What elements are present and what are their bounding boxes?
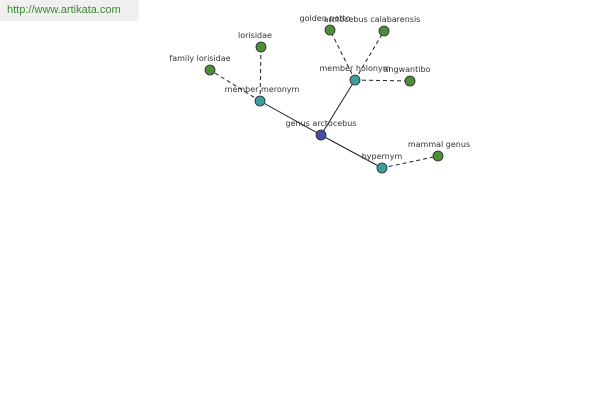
node-holonym[interactable] bbox=[349, 74, 361, 86]
node-label-meronym[interactable]: member meronym bbox=[225, 85, 300, 94]
node-golden-potto[interactable] bbox=[324, 24, 336, 36]
edge-holonym-to-golden-potto bbox=[329, 29, 356, 81]
edge-meronym-to-lorisidae bbox=[259, 46, 262, 102]
node-label-center[interactable]: genus arctocebus bbox=[286, 119, 357, 128]
site-url-watermark[interactable]: http://www.artikata.com bbox=[0, 0, 139, 21]
node-center[interactable] bbox=[315, 129, 327, 141]
node-meronym[interactable] bbox=[254, 95, 266, 107]
edge-holonym-to-angwantibo bbox=[354, 79, 411, 82]
node-label-hypernym[interactable]: hypernym bbox=[362, 152, 403, 161]
node-lorisidae[interactable] bbox=[255, 41, 267, 53]
node-hypernym[interactable] bbox=[376, 162, 388, 174]
node-family-lorisidae[interactable] bbox=[204, 64, 216, 76]
node-label-angwantibo[interactable]: angwantibo bbox=[384, 65, 431, 74]
node-label-golden-potto[interactable]: golden potto bbox=[300, 14, 351, 23]
edge-meronym-to-family-lorisidae bbox=[209, 69, 261, 102]
node-mammal-genus[interactable] bbox=[432, 150, 444, 162]
node-arctocebus-calabarensis[interactable] bbox=[378, 25, 390, 37]
node-label-arctocebus-calabarensis[interactable]: arctocebus calabarensis bbox=[324, 15, 421, 24]
edge-holonym-to-arctocebus-calabarensis bbox=[354, 30, 385, 81]
node-angwantibo[interactable] bbox=[404, 75, 416, 87]
node-label-family-lorisidae[interactable]: family lorisidae bbox=[169, 54, 230, 63]
node-label-lorisidae[interactable]: lorisidae bbox=[238, 31, 272, 40]
edge-center-to-holonym bbox=[320, 79, 356, 136]
edge-hypernym-to-mammal-genus bbox=[381, 155, 439, 169]
labels-layer: genus arctocebus member meronym member hol… bbox=[169, 14, 470, 161]
edge-center-to-meronym bbox=[259, 100, 322, 136]
edge-center-to-hypernym bbox=[320, 134, 383, 169]
nodes-layer bbox=[204, 24, 444, 174]
edges-layer bbox=[209, 29, 439, 169]
node-label-holonym[interactable]: member holonym bbox=[319, 64, 390, 73]
node-label-mammal-genus[interactable]: mammal genus bbox=[408, 140, 470, 149]
